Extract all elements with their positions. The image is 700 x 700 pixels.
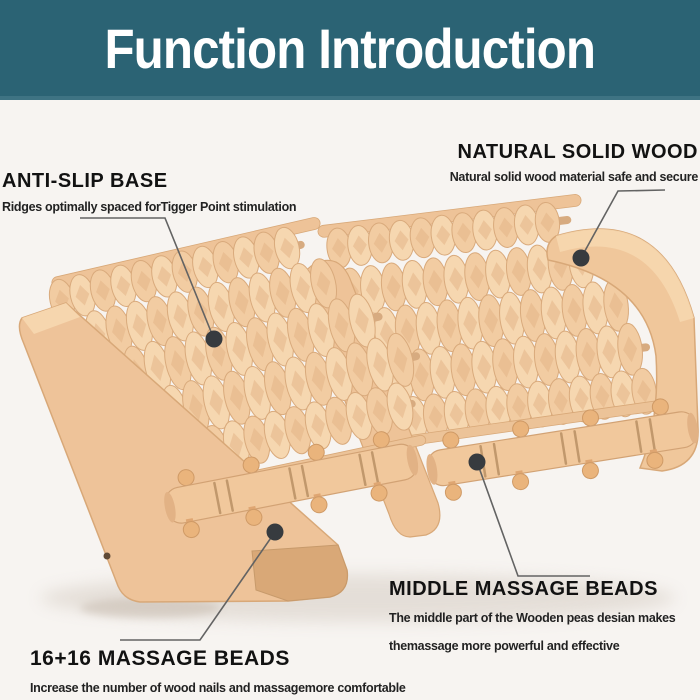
frame-rail: [384, 398, 675, 449]
middle-beads-subtext-line1: The middle part of the Wooden peas desia…: [389, 611, 676, 625]
callout-line-middle-beads: [476, 461, 590, 577]
bead-roller: [164, 431, 419, 539]
wooden-foot-massage-roller: [18, 194, 699, 603]
callout-dot-16-16-beads: [266, 523, 284, 541]
anti-slip-heading: ANTI-SLIP BASE: [2, 170, 168, 192]
callout-anti-slip-base: ANTI-SLIP BASE Ridges optimally spaced f…: [2, 170, 297, 214]
beads-16-heading: 16+16 MASSAGE BEADS: [30, 647, 290, 670]
left-base-board: [18, 302, 349, 603]
frame-rail: [139, 434, 427, 505]
callout-middle-massage-beads: MIDDLE MASSAGE BEADS The middle part of …: [389, 578, 676, 657]
callout-16-16-massage-beads: 16+16 MASSAGE BEADS Increase the number …: [30, 647, 406, 695]
ridged-roller-row: [100, 332, 421, 453]
frame-rail: [51, 217, 321, 290]
anti-slip-subtext: Ridges optimally spaced forTigger Point …: [2, 200, 297, 214]
center-divider-frame: [301, 259, 441, 538]
product-shadow-foot: [80, 598, 220, 618]
ridged-roller-row: [48, 226, 305, 322]
bead-roller: [426, 398, 699, 501]
callout-dot-natural-wood: [572, 249, 590, 267]
ridged-roller-row: [381, 367, 659, 446]
frame-rail: [317, 194, 582, 238]
callout-line-16-16-beads: [120, 531, 276, 641]
ridged-roller-row: [120, 382, 416, 493]
callout-dot-middle-beads: [468, 453, 486, 471]
ridged-roller-row: [353, 278, 629, 363]
right-arch-frame: [546, 228, 699, 472]
ridged-roller-row: [339, 239, 600, 317]
callout-line-natural-wood: [580, 189, 666, 259]
base-board-end-face: [251, 544, 348, 602]
beads-16-subtext: Increase the number of wood nails and ma…: [30, 681, 406, 695]
ridged-roller-row: [82, 293, 383, 409]
middle-beads-heading: MIDDLE MASSAGE BEADS: [389, 578, 658, 600]
middle-beads-subtext-line2: themassage more powerful and effective: [389, 639, 620, 653]
ridged-roller-row: [326, 202, 572, 269]
callout-dot-anti-slip: [205, 330, 223, 348]
title-banner: Function Introduction: [0, 0, 700, 100]
natural-wood-subtext: Natural solid wood material safe and sec…: [449, 170, 699, 184]
page-title: Function Introduction: [104, 16, 597, 80]
frame-screw: [103, 552, 111, 560]
callout-natural-solid-wood: NATURAL SOLID WOOD Natural solid wood ma…: [449, 141, 699, 184]
ridged-roller-row: [64, 258, 338, 366]
callout-line-anti-slip: [80, 217, 215, 340]
ridged-roller-row: [367, 322, 651, 407]
natural-wood-heading: NATURAL SOLID WOOD: [457, 141, 698, 163]
